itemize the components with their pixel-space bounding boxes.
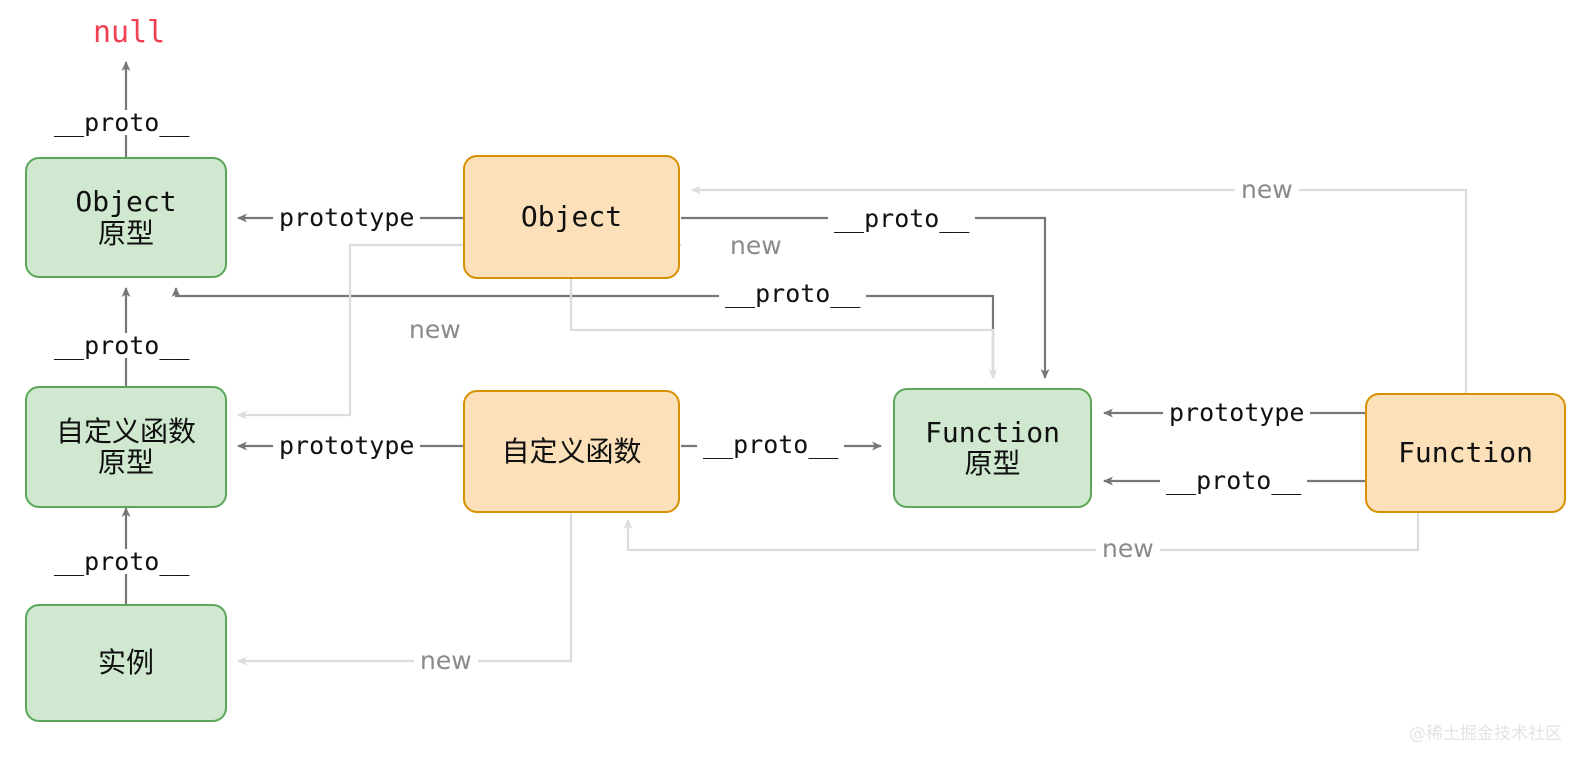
- edge-label-function-prototype: prototype: [1163, 400, 1311, 425]
- edge-label-objectctor-proto-functionproto: __proto__: [828, 206, 976, 231]
- edge-label-functionproto-proto-objectproto: __proto__: [719, 281, 867, 306]
- edge-label-new-objectctor-to-functionproto: new: [724, 233, 788, 258]
- edge-label-new-object-to-customproto: new: [403, 317, 467, 342]
- node-custom-function-prototype[interactable]: 自定义函数 原型: [25, 386, 227, 508]
- edge-label-new-function-to-object: new: [1235, 177, 1299, 202]
- edge-label-instance-to-customproto: __proto__: [48, 549, 196, 574]
- node-custom-function-constructor[interactable]: 自定义函数: [463, 390, 680, 513]
- edge-label-customproto-to-objectproto: __proto__: [48, 333, 196, 358]
- node-object-prototype[interactable]: Object 原型: [25, 157, 227, 278]
- node-function-prototype[interactable]: Function 原型: [893, 388, 1092, 508]
- edge-label-new-customctor-to-instance: new: [414, 648, 478, 673]
- edge-label-new-function-to-customctor: new: [1096, 536, 1160, 561]
- node-instance[interactable]: 实例: [25, 604, 227, 722]
- node-label: Function: [1398, 436, 1533, 470]
- null-terminal-label: null: [93, 15, 166, 50]
- edge-label-proto-to-null: __proto__: [48, 110, 196, 135]
- node-label: 实例: [97, 646, 154, 680]
- watermark: @稀土掘金技术社区: [1409, 724, 1562, 744]
- node-function-constructor[interactable]: Function: [1365, 393, 1566, 513]
- edge-label-customctor-proto-functionproto: __proto__: [697, 432, 845, 457]
- node-label: Object 原型: [75, 185, 177, 250]
- node-label: Function 原型: [925, 415, 1060, 480]
- edge-label-functionctor-proto-functionproto: __proto__: [1160, 468, 1308, 493]
- edge-label-custom-prototype: prototype: [273, 433, 421, 458]
- node-label: 自定义函数 原型: [55, 414, 196, 479]
- node-label: 自定义函数: [501, 434, 642, 468]
- edge-label-object-prototype: prototype: [273, 205, 421, 230]
- node-object-constructor[interactable]: Object: [463, 155, 680, 279]
- node-label: Object: [520, 200, 623, 234]
